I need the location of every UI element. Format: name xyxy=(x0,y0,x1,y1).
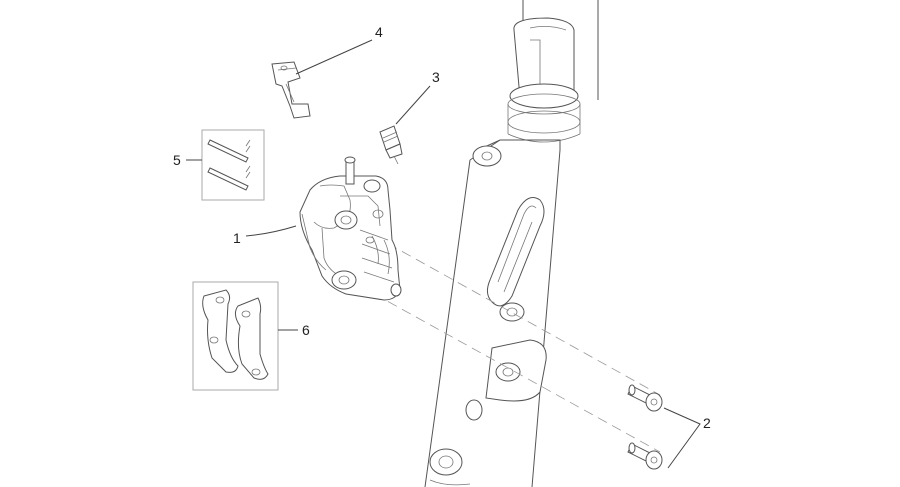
brake-caliper xyxy=(299,156,402,301)
mounting-bolts xyxy=(627,384,663,470)
mounting-axes xyxy=(359,227,661,453)
brake-pads xyxy=(192,281,279,391)
callout-1: 1 xyxy=(233,230,241,246)
leader-lines xyxy=(186,39,701,469)
fork-leg xyxy=(424,0,599,487)
callout-6: 6 xyxy=(302,322,310,338)
mounting-bracket xyxy=(271,61,311,119)
bleed-fitting xyxy=(379,125,403,165)
callout-2: 2 xyxy=(703,415,711,431)
callout-5: 5 xyxy=(173,152,181,168)
callout-4: 4 xyxy=(375,24,383,40)
pins-kit xyxy=(201,129,265,201)
callout-3: 3 xyxy=(432,69,440,85)
